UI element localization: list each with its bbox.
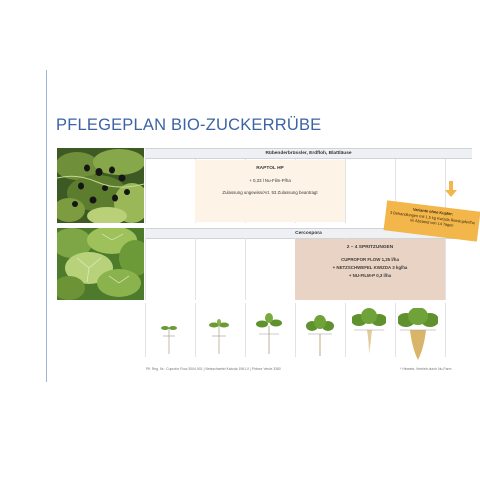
product-name: 2 – 4 SPRITZUNGEN: [346, 245, 394, 250]
treatment-line: CUPROFOR FLOW 1,25 l/ha: [341, 257, 399, 262]
growth-stage-6-icon: [398, 308, 438, 360]
distribution-footnote: * Hinweis: Vertrieb durch Nu-Farm: [400, 367, 452, 371]
row-header-cercospora: Cercospora: [145, 228, 472, 239]
growth-stage-5-icon: [352, 308, 386, 354]
grid-cell: [345, 303, 346, 357]
growth-stage-row: [145, 303, 472, 357]
treatment-line: + NU-FILM-P 0,3 l/ha: [348, 273, 392, 278]
grid-cell: [395, 159, 396, 223]
grid-cell: [245, 303, 246, 357]
left-divider-line: [46, 70, 47, 382]
growth-stage-3-icon: [256, 313, 282, 354]
registration-footnote: Pfl. Reg. Nr.: Cuprofor Flow 3004-901 | …: [146, 367, 281, 371]
treatment-line: + NETZSCHWEFEL KWIZDA 3 kg/ha: [332, 265, 408, 270]
grid-cell: [145, 238, 146, 300]
treatment-block-raptol: RAPTOL HP + 0,33 l Nu-Film-P/ha Zulassun…: [195, 160, 345, 222]
grid-cell: [445, 159, 446, 223]
grid-cell: [195, 303, 196, 357]
grid-cell: [295, 303, 296, 357]
row-header-pests: Rübenderbrüssler, Erdfloh, Blattläuse: [145, 148, 472, 159]
grid-cell: [145, 159, 146, 223]
grid-cell: [445, 238, 446, 300]
beetle-leaf-photo: [57, 148, 144, 223]
page-title: PFLEGEPLAN BIO-ZUCKERRÜBE: [56, 116, 322, 134]
grid-cell: [245, 238, 246, 300]
treatment-block-cercospora: 2 – 4 SPRITZUNGEN CUPROFOR FLOW 1,25 l/h…: [295, 239, 445, 300]
growth-stage-4-icon: [306, 315, 334, 356]
product-name: RAPTOL HP: [256, 166, 284, 171]
grid-cell: [345, 159, 346, 223]
grid-cell: [395, 303, 396, 357]
growth-stage-2-icon: [209, 319, 229, 354]
grid-cell: [195, 238, 196, 300]
sugar-beet-leaves-photo: [57, 228, 144, 300]
down-arrow-icon: [445, 181, 457, 197]
growth-stage-1-icon: [161, 326, 177, 354]
grid-cell: [445, 303, 446, 357]
treatment-line: + 0,33 l Nu-Film-P/ha: [249, 178, 291, 183]
grid-cell: [145, 303, 146, 357]
treatment-line: Zulassung ungewiss/Art. 53 Zulassung bea…: [222, 190, 318, 195]
